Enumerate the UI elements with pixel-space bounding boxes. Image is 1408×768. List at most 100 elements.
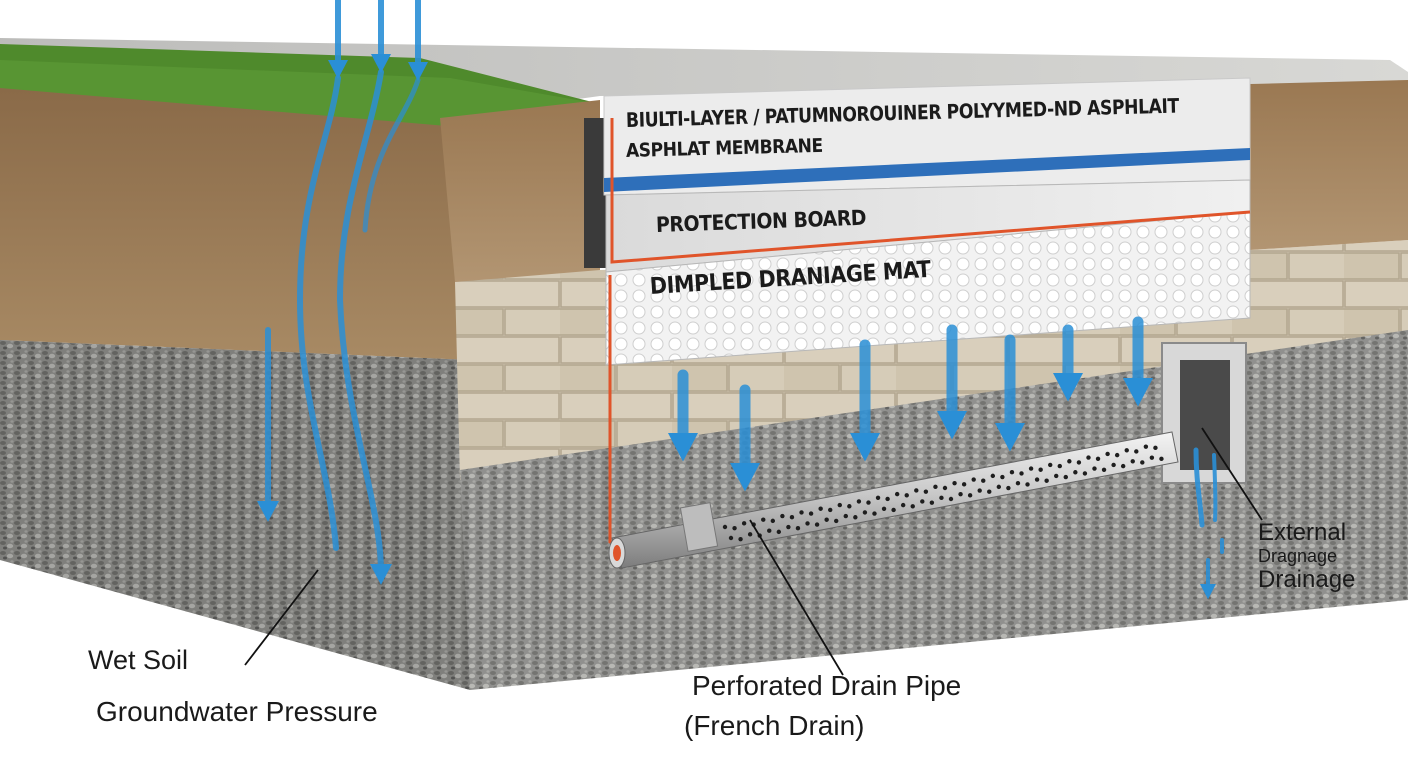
callout-external-line2: Dragnage (1258, 546, 1338, 566)
pipe-perforation (1063, 474, 1068, 480)
water-flow-arrow (1193, 447, 1205, 528)
pipe-perforation (732, 525, 737, 531)
pipe-perforation (1054, 473, 1059, 479)
pipe-perforation (837, 502, 842, 508)
pipe-perforation (1048, 462, 1053, 468)
pipe-perforation (818, 506, 823, 511)
pipe-perforation (910, 504, 915, 509)
pipe-perforation (948, 496, 954, 502)
water-flow-arrows (257, 0, 1224, 600)
pipe-perforation (1130, 459, 1135, 464)
pipe-perforation (828, 507, 833, 513)
pipe-perforation (805, 521, 810, 526)
pipe-perforation (741, 521, 747, 526)
water-arrowhead (668, 433, 698, 462)
callout-drain-pipe-line2: (French Drain) (684, 710, 865, 741)
pipe-perforation (1159, 456, 1164, 462)
pipe-perforation (814, 522, 820, 527)
pipe-perforation (856, 499, 862, 504)
pipe-perforation (875, 495, 881, 500)
pipe-perforation (1038, 467, 1043, 472)
leader-external-drainage (1201, 427, 1263, 521)
membrane-blue-band (604, 148, 1250, 192)
pipe-perforation (1006, 485, 1011, 491)
pipe-perforation (1034, 477, 1040, 482)
pipe-perforation (789, 515, 795, 520)
pipe-perforation (1057, 463, 1062, 469)
pipe-perforation (799, 510, 804, 515)
pipe-perforation (971, 477, 976, 482)
water-flow-arrow (336, 69, 384, 573)
water-arrowhead (328, 60, 348, 79)
water-arrowhead (730, 463, 760, 492)
soil-cross-section (0, 88, 470, 360)
pipe-perforation (885, 496, 890, 502)
pipe-perforation (1101, 467, 1107, 472)
pipe-perforation (1082, 471, 1088, 476)
pipe-perforation (1009, 470, 1015, 475)
water-flow-arrow (362, 77, 421, 233)
pipe-perforation (767, 528, 772, 533)
water-arrowhead (371, 54, 391, 73)
water-arrowhead (850, 433, 880, 462)
pipe-perforation (1092, 466, 1097, 471)
pipe-perforation (1134, 449, 1139, 454)
pipe-perforation (929, 500, 935, 505)
pipe-perforation (1044, 478, 1049, 483)
pipe-perforation (900, 502, 906, 508)
pipe-perforation (1067, 459, 1072, 464)
pipe-perforation (977, 488, 982, 493)
pipe-perforation (914, 488, 919, 493)
perforated-drain-pipe (608, 431, 1179, 569)
pipe-perforation (942, 485, 948, 491)
pipe-perforation (728, 535, 734, 541)
water-flow-arrow (296, 75, 341, 551)
pipe-perforation (1140, 460, 1145, 465)
pipe-perforation (904, 493, 909, 498)
pipe-perforation (923, 489, 929, 494)
pipe-perforation (1076, 460, 1082, 465)
callout-wet-soil: Wet Soil (88, 645, 189, 675)
pipe-perforation (776, 529, 782, 535)
pipe-perforation (1073, 470, 1078, 475)
pipe-perforation (958, 491, 963, 497)
pipe-perforation (1105, 451, 1110, 457)
soil-front-face (440, 100, 600, 282)
pipe-perforation (894, 491, 900, 497)
water-arrowhead (1123, 378, 1153, 407)
pipe-perforation (780, 513, 785, 519)
pipe-perforation (990, 473, 996, 479)
pipe-perforation (981, 478, 986, 483)
pipe-perforation (1086, 455, 1091, 460)
pipe-perforation (786, 524, 791, 530)
pipe-perforation (722, 524, 728, 530)
pipe-perforation (939, 495, 944, 501)
pipe-perforation (872, 511, 877, 516)
pipe-perforation (952, 480, 957, 486)
pipe-perforation (747, 532, 753, 537)
pipe-perforation (761, 517, 766, 522)
callout-drain-pipe-line1: Perforated Drain Pipe (692, 670, 962, 701)
pipe-perforation (738, 536, 743, 542)
pipe-perforation (808, 511, 814, 516)
pipe-perforation (1143, 444, 1149, 449)
water-arrowhead (1200, 584, 1216, 600)
gravel-backfill-left (0, 340, 470, 690)
pipe-perforation (1149, 455, 1155, 460)
callout-external-line1: External (1258, 519, 1347, 546)
pipe-perforation (1019, 471, 1024, 476)
water-arrowhead (1053, 373, 1083, 402)
dimpled-drainage-mat-panel (605, 211, 1251, 366)
pipe-perforation (1124, 448, 1129, 453)
pipe-perforation (1114, 452, 1120, 458)
pipe-perforation (987, 489, 992, 494)
pipe-perforation (1095, 456, 1101, 461)
pipe-perforation (824, 517, 829, 522)
pipe-perforation (1025, 482, 1030, 487)
water-arrowhead (937, 411, 967, 440)
water-arrowhead (257, 501, 279, 522)
pipe-perforation (1000, 474, 1005, 480)
pipe-perforation (1111, 462, 1116, 468)
leader-wet-soil (244, 569, 319, 666)
